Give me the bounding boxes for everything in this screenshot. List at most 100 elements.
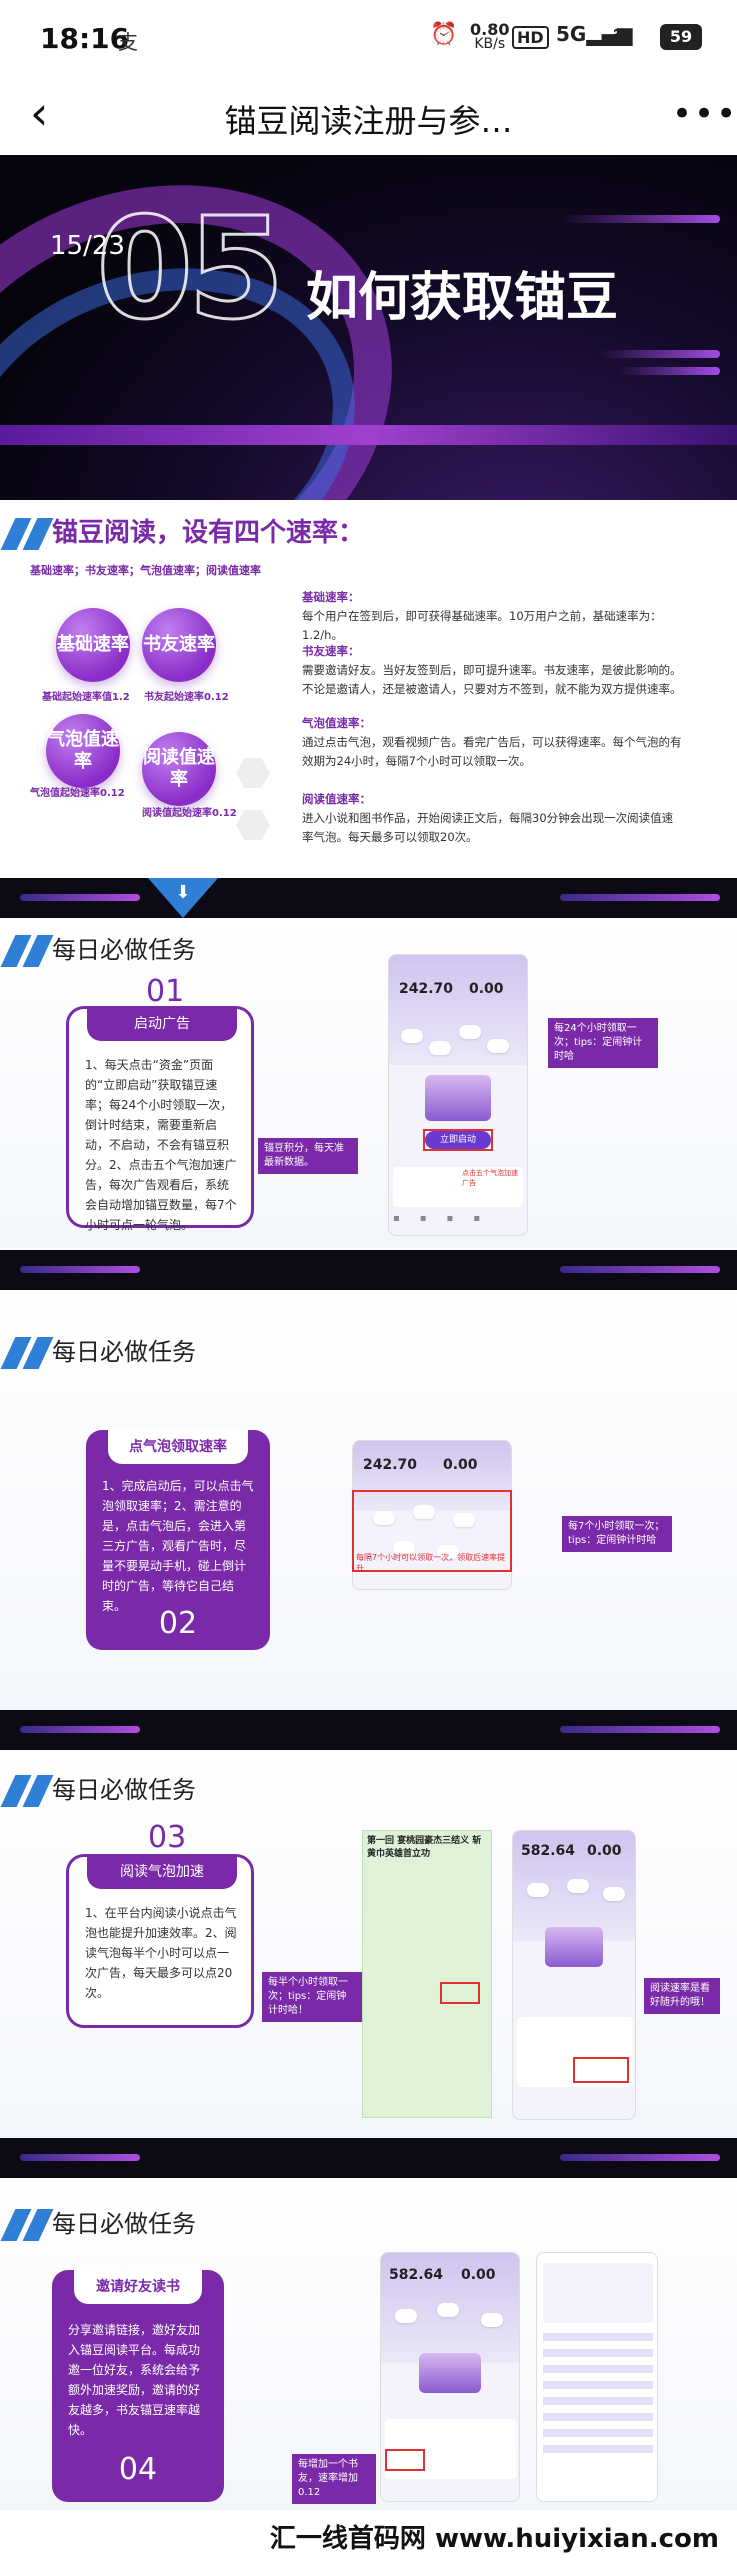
bubble-icon [527,1883,549,1897]
task-text: 分享邀请链接，邀好友加入锚豆阅读平台。每成功邀一位好友，系统会给予额外加速奖励，… [68,2323,201,2437]
bubble-icon [393,1541,415,1555]
speed-caption-read: 阅读值起始速率0.12 [142,808,237,819]
speed-desc-text: 进入小说和图书作品，开始阅读正文后，每隔30分钟会出现一次阅读值速率气泡。每天最… [302,811,674,844]
task-heading: 每日必做任务 [0,1770,196,1807]
task-tab: 点气泡领取速率 [108,1430,248,1464]
alarm-icon: ⏰ [430,22,458,47]
task-heading: 每日必做任务 [0,2204,196,2241]
speed-bubble-basic: 基础速率 [56,608,130,682]
book-icon [545,1927,603,1967]
chevron-left-icon: ‹ [30,86,49,140]
task-heading-text: 每日必做任务 [52,936,196,964]
highlight-box [423,1129,493,1151]
task-number: 01 [146,974,185,1009]
section-divider: ⬇ [0,878,737,918]
task-card: 点气泡领取速率 1、完成启动后，可以点击气泡领取速率；2、需注意的是，点击气泡后… [86,1430,270,1650]
speed-panel [393,1167,523,1207]
invite-row [543,2349,653,2357]
task-text: 1、每天点击“资金”页面的“立即启动”获取锚豆速率；每24个小时领取一次，倒计时… [85,1058,237,1232]
task-section-03: 每日必做任务 03 阅读气泡加速 1、在平台内阅读小说点击气泡也能提升加速效率。… [0,1750,737,2138]
book-icon [425,1075,491,1121]
bubble-icon [437,1545,459,1559]
speed-desc-title: 基础速率： [302,590,360,604]
divider-stripe [560,1726,720,1733]
hero-stripe [560,215,720,223]
phone-header [353,1441,511,1511]
speeds-subheading: 基础速率；书友速率；气泡值速率；阅读值速率 [30,564,261,577]
invite-panel [543,2263,653,2323]
phone-value: 582.64 [389,2267,444,2283]
speed-desc-bubble: 气泡值速率： 通过点击气泡，观看视频广告。看完广告后，可以获得速率。每个气泡的有… [302,714,682,771]
bubble-icon [437,2303,459,2317]
task-text: 1、在平台内阅读小说点击气泡也能提升加速效率。2、阅读气泡每半个小时可以点一次广… [85,1906,237,2000]
highlight-box [385,2449,425,2471]
callout-left: 每半个小时领取一次；tips：定闹钟计时哈！ [262,1972,362,2022]
watermark: 汇一线首码网 www.huiyixian.com [269,2524,719,2554]
start-button[interactable]: 立即启动 [425,1131,491,1149]
bubble-icon [459,1025,481,1039]
hero-stripe [620,367,720,375]
phone-value: 582.64 [521,1843,576,1859]
task-number: 04 [118,2452,158,2487]
speeds-heading: 锚豆阅读，设有四个速率： [0,512,364,550]
divider-stripe [560,1266,720,1273]
speed-desc-text: 每个用户在签到后，即可获得基础速率。10万用户之前，基础速率为：1.2/h。 [302,609,662,642]
status-indicator: 支 [118,30,138,54]
bubble-icon [567,1879,589,1893]
page-indicator: 15/23 [50,231,125,261]
task-number: 03 [148,1820,187,1855]
status-bar: 18:16 支 ⏰ 0.80 KB/s HD 5G▂▄▆ ≋ 59 [0,0,737,80]
page-title: 锚豆阅读注册与参… [224,102,513,140]
task-heading-text: 每日必做任务 [52,1338,196,1366]
box-caption: 每隔7个小时可以领取一次，领取后速率提升 [356,1553,506,1573]
speed-desc-title: 阅读值速率： [302,792,371,806]
battery-icon: 59 [660,24,702,50]
task-section-01: 每日必做任务 01 启动广告 1、每天点击“资金”页面的“立即启动”获取锚豆速率… [0,918,737,1248]
task-tab: 启动广告 [87,1007,237,1041]
footer: 汇一线首码网 www.huiyixian.com [0,2510,737,2560]
speed-desc-friend: 书友速率： 需要邀请好友。当好友签到后，即可提升速率。书友速率，是彼此影响的。不… [302,642,682,699]
divider-stripe [560,2154,720,2161]
signal-5g-icon: 5G▂▄▆ [556,22,633,46]
task-card: 邀请好友读书 分享邀请链接，邀好友加入锚豆阅读平台。每成功邀一位好友，系统会给予… [52,2270,224,2502]
phone-value: 0.00 [461,2267,496,2283]
phone-value: 242.70 [399,981,454,997]
bubble-icon [413,1505,435,1519]
book-icon [419,2353,481,2393]
divider-stripe [20,1726,140,1733]
speed-bubble-read: 阅读值速率 [142,732,216,806]
task-card: 启动广告 1、每天点击“资金”页面的“立即启动”获取锚豆速率；每24个小时领取一… [66,1006,254,1232]
phone-screenshot: 242.70 0.00 [352,1440,512,1590]
speed-caption-basic: 基础起始速率值1.2 [42,692,130,703]
phone-value: 242.70 [363,1457,418,1473]
task-tab: 阅读气泡加速 [87,1855,237,1889]
speed-desc-basic: 基础速率： 每个用户在签到后，即可获得基础速率。10万用户之前，基础速率为：1.… [302,588,682,645]
phone-screenshot: 582.64 0.00 [380,2252,520,2502]
bubble-icon [429,1041,451,1055]
arrow-down-icon: ⬇ [148,878,218,918]
divider-stripe [20,894,140,901]
bubble-icon [487,1039,509,1053]
task-heading: 每日必做任务 [0,930,196,967]
wifi-icon: ≋ [612,22,629,46]
net-speed-unit: KB/s [474,36,506,52]
speed-desc-text: 通过点击气泡，观看视频广告。看完广告后，可以获得速率。每个气泡的有效期为24小时… [302,735,682,768]
speed-bubble-friend: 书友速率 [142,608,216,682]
speed-bubble-bubble: 气泡值速率 [46,714,120,788]
novel-title: 第一回 宴桃园豪杰三结义 斩黄巾英雄首立功 [367,1836,482,1859]
task-section-02: 每日必做任务 点气泡领取速率 1、完成启动后，可以点击气泡领取速率；2、需注意的… [0,1290,737,1710]
more-dots-icon: ••• [672,94,737,134]
task-heading-text: 每日必做任务 [52,2210,196,2238]
back-button[interactable]: ‹ [30,88,48,138]
section-divider [0,1710,737,1750]
invite-row [543,2365,653,2373]
hex-decoration [236,810,270,840]
callout-right: 每7个小时领取一次；tips：定闹钟计时哈 [562,1516,672,1552]
more-button[interactable]: ••• [672,94,737,134]
section-number: 05 [95,188,287,351]
callout-mid: 点击五个气泡加速广告 [462,1169,518,1187]
highlight-box [440,1982,480,2004]
invite-row [543,2429,653,2437]
phone-value: 0.00 [469,981,504,997]
network-speed: 0.80 KB/s [470,22,509,52]
